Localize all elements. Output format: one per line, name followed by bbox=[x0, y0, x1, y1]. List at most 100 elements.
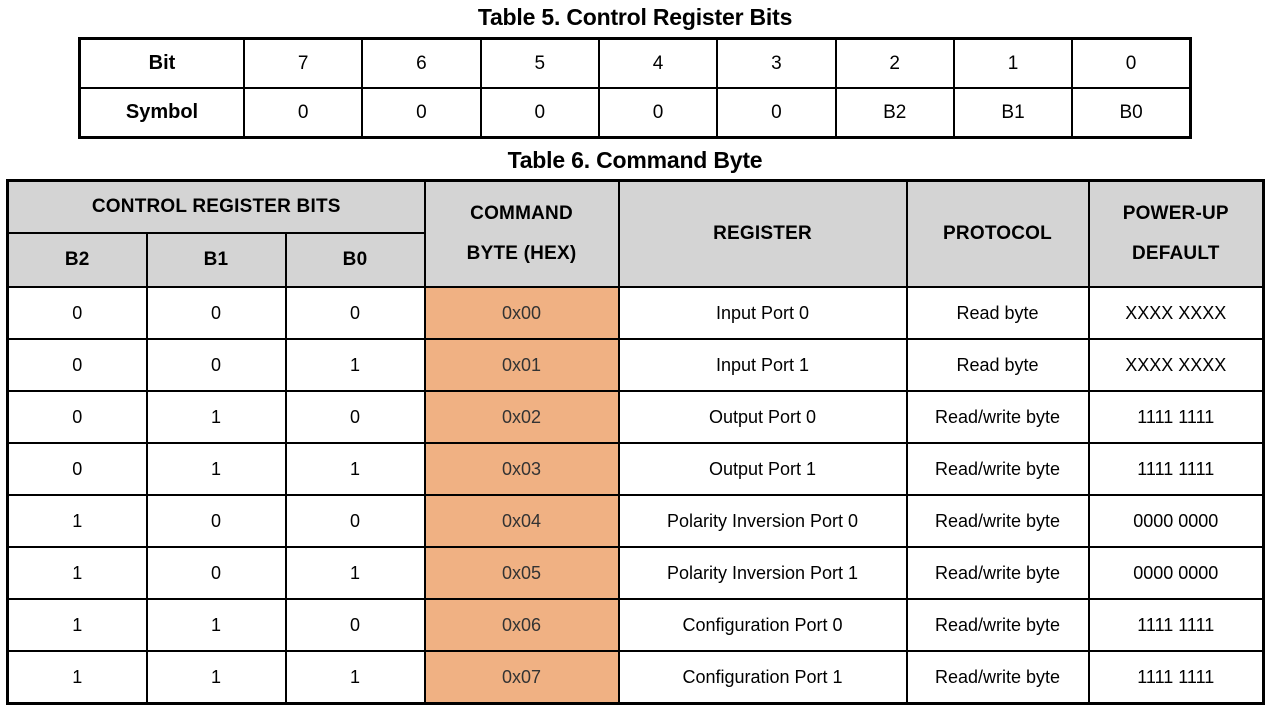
cell-b0: 0 bbox=[284, 598, 426, 652]
table-row: 0 1 1 0x03 Output Port 1 Read/write byte… bbox=[6, 442, 1265, 496]
header-command-byte-line2: BYTE (HEX) bbox=[466, 243, 577, 264]
header-command-byte: COMMAND BYTE (HEX) bbox=[423, 179, 620, 288]
symbol-cell-5: 0 bbox=[479, 87, 600, 139]
cell-b2: 1 bbox=[6, 650, 148, 705]
cell-power-up-default: XXXX XXXX bbox=[1087, 286, 1265, 340]
bit-cell-2: 2 bbox=[834, 37, 955, 89]
table-row: 0 0 0 0x00 Input Port 0 Read byte XXXX X… bbox=[6, 286, 1265, 340]
cell-b0: 0 bbox=[284, 494, 426, 548]
cell-b1: 0 bbox=[145, 546, 287, 600]
bit-cell-1: 1 bbox=[952, 37, 1074, 89]
table-row: 1 1 0 0x06 Configuration Port 0 Read/wri… bbox=[6, 598, 1265, 652]
cell-power-up-default: 0000 0000 bbox=[1087, 494, 1265, 548]
cell-command-byte: 0x03 bbox=[423, 442, 620, 496]
command-byte-table: CONTROL REGISTER BITS COMMAND BYTE (HEX)… bbox=[6, 179, 1266, 705]
header-b2: B2 bbox=[6, 232, 148, 288]
cell-protocol: Read byte bbox=[905, 286, 1090, 340]
header-control-register-bits: CONTROL REGISTER BITS bbox=[6, 179, 426, 234]
table-6-header-row-group: CONTROL REGISTER BITS COMMAND BYTE (HEX)… bbox=[6, 179, 1265, 288]
bit-cell-4: 4 bbox=[597, 37, 719, 89]
cell-register: Input Port 1 bbox=[617, 338, 908, 392]
cell-protocol: Read/write byte bbox=[905, 598, 1090, 652]
cell-b1: 0 bbox=[145, 494, 287, 548]
table-5-container: Bit 7 6 5 4 3 2 1 0 Symbol 0 0 0 0 0 B2 … bbox=[0, 37, 1270, 139]
cell-b2: 0 bbox=[6, 338, 148, 392]
table-6-header-row-sub: B2 B1 B0 bbox=[6, 232, 1264, 288]
symbol-cell-3: 0 bbox=[716, 87, 837, 139]
header-b0: B0 bbox=[284, 232, 426, 288]
header-command-byte-line1: COMMAND bbox=[470, 203, 573, 225]
cell-power-up-default: 1111 1111 bbox=[1087, 390, 1265, 444]
cell-b2: 0 bbox=[6, 442, 148, 496]
cell-b1: 0 bbox=[145, 338, 287, 392]
table-5-title: Table 5. Control Register Bits bbox=[477, 4, 793, 30]
cell-b0: 1 bbox=[284, 338, 426, 392]
cell-power-up-default: 0000 0000 bbox=[1087, 546, 1265, 600]
cell-command-byte: 0x05 bbox=[423, 546, 620, 600]
cell-b2: 1 bbox=[6, 546, 148, 600]
cell-command-byte: 0x00 bbox=[423, 286, 620, 340]
cell-protocol: Read/write byte bbox=[905, 494, 1090, 548]
symbol-cell-6: 0 bbox=[361, 87, 482, 139]
control-register-bits-table: Bit 7 6 5 4 3 2 1 0 Symbol 0 0 0 0 0 B2 … bbox=[78, 37, 1192, 139]
cell-power-up-default: 1111 1111 bbox=[1087, 598, 1265, 652]
cell-b2: 0 bbox=[6, 390, 148, 444]
table-row: Bit 7 6 5 4 3 2 1 0 bbox=[78, 37, 1192, 89]
cell-power-up-default: 1111 1111 bbox=[1087, 650, 1265, 705]
cell-command-byte: 0x06 bbox=[423, 598, 620, 652]
cell-b0: 0 bbox=[284, 286, 426, 340]
cell-b1: 1 bbox=[145, 390, 287, 444]
cell-b2: 1 bbox=[6, 494, 148, 548]
cell-b2: 0 bbox=[6, 286, 148, 340]
cell-command-byte: 0x01 bbox=[423, 338, 620, 392]
cell-b2: 1 bbox=[6, 598, 148, 652]
cell-register: Configuration Port 1 bbox=[617, 650, 908, 705]
cell-b1: 0 bbox=[145, 286, 287, 340]
cell-power-up-default: XXXX XXXX bbox=[1087, 338, 1265, 392]
cell-protocol: Read byte bbox=[905, 338, 1090, 392]
cell-power-up-default: 1111 1111 bbox=[1087, 442, 1265, 496]
table-5-row-label-symbol: Symbol bbox=[78, 87, 245, 139]
cell-b0: 1 bbox=[284, 546, 426, 600]
bit-cell-3: 3 bbox=[716, 37, 837, 89]
cell-b1: 1 bbox=[145, 598, 287, 652]
cell-b0: 0 bbox=[284, 390, 426, 444]
header-power-up-line1: POWER-UP bbox=[1122, 203, 1229, 225]
header-protocol: PROTOCOL bbox=[905, 179, 1090, 288]
header-power-up-line2: DEFAULT bbox=[1131, 243, 1220, 264]
cell-protocol: Read/write byte bbox=[905, 650, 1090, 705]
cell-protocol: Read/write byte bbox=[905, 546, 1090, 600]
bit-cell-0: 0 bbox=[1071, 37, 1192, 89]
symbol-cell-7: 0 bbox=[242, 87, 364, 139]
table-6-title: Table 6. Command Byte bbox=[507, 147, 763, 173]
bit-cell-6: 6 bbox=[361, 37, 482, 89]
table-row: 1 0 0 0x04 Polarity Inversion Port 0 Rea… bbox=[6, 494, 1265, 548]
bit-cell-5: 5 bbox=[479, 37, 600, 89]
cell-command-byte: 0x07 bbox=[423, 650, 620, 705]
table-row: 1 0 1 0x05 Polarity Inversion Port 1 Rea… bbox=[6, 546, 1265, 600]
header-b1: B1 bbox=[145, 232, 287, 288]
table-6-body: 0 0 0 0x00 Input Port 0 Read byte XXXX X… bbox=[6, 286, 1265, 705]
table-5-row-label-bit: Bit bbox=[78, 37, 245, 89]
cell-register: Configuration Port 0 bbox=[617, 598, 908, 652]
table-row: 0 1 0 0x02 Output Port 0 Read/write byte… bbox=[6, 390, 1265, 444]
cell-b0: 1 bbox=[284, 442, 426, 496]
table-row: Symbol 0 0 0 0 0 B2 B1 B0 bbox=[78, 87, 1192, 139]
bit-cell-7: 7 bbox=[242, 37, 364, 89]
cell-register: Output Port 1 bbox=[617, 442, 908, 496]
cell-register: Polarity Inversion Port 0 bbox=[617, 494, 908, 548]
cell-command-byte: 0x04 bbox=[423, 494, 620, 548]
cell-register: Input Port 0 bbox=[617, 286, 908, 340]
symbol-cell-1: B1 bbox=[952, 87, 1074, 139]
symbol-cell-2: B2 bbox=[834, 87, 955, 139]
cell-register: Output Port 0 bbox=[617, 390, 908, 444]
cell-b0: 1 bbox=[284, 650, 426, 705]
cell-command-byte: 0x02 bbox=[423, 390, 620, 444]
cell-b1: 1 bbox=[145, 442, 287, 496]
table-6-container: CONTROL REGISTER BITS COMMAND BYTE (HEX)… bbox=[0, 179, 1270, 705]
cell-b1: 1 bbox=[145, 650, 287, 705]
header-register: REGISTER bbox=[617, 179, 908, 288]
table-row: 0 0 1 0x01 Input Port 1 Read byte XXXX X… bbox=[6, 338, 1265, 392]
cell-protocol: Read/write byte bbox=[905, 442, 1090, 496]
table-row: 1 1 1 0x07 Configuration Port 1 Read/wri… bbox=[6, 650, 1265, 705]
